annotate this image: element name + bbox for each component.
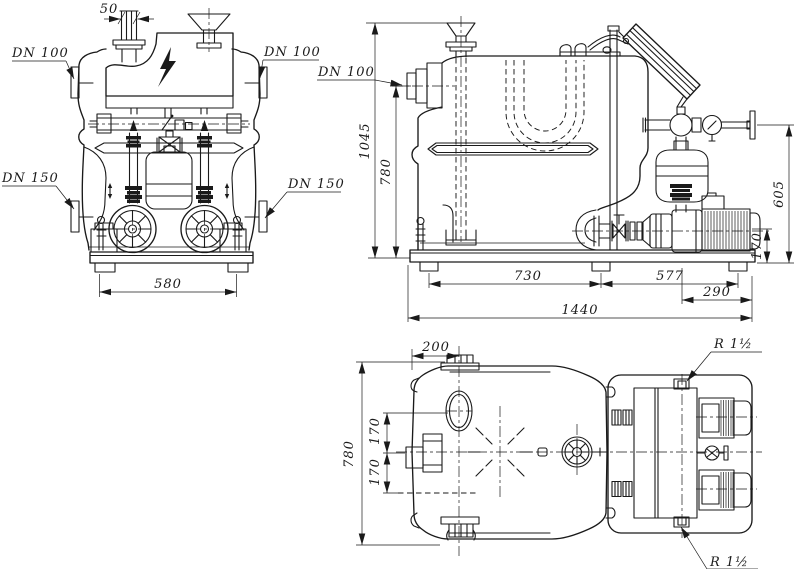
dim-motor-overhang: 290: [702, 285, 731, 300]
label-dn100-side: DN 100: [317, 65, 375, 80]
tank-outline-front: [77, 48, 261, 251]
dim-inlet-height: 780: [379, 158, 394, 186]
internal-u-pipe: [505, 60, 585, 152]
side-view: 1045 780 DN 100: [317, 16, 794, 322]
label-dn100-front-right: DN 100: [263, 45, 321, 60]
funnel-front: [187, 13, 231, 44]
tank-outline-plan: [411, 365, 608, 540]
pressure-vessel-side: [655, 149, 709, 203]
handwheel-valve: [561, 436, 609, 468]
pipe-couplings-front: [125, 136, 213, 203]
baseplate-plan: [607, 374, 753, 534]
dim-overall-length: 1440: [561, 303, 598, 318]
inlet-splash-mark: [467, 427, 533, 477]
base-frame-front: [89, 251, 254, 264]
dim-base-width: 580: [154, 277, 182, 292]
dim-vent-offset: 200: [421, 340, 450, 355]
suction-couplings-plan: [611, 409, 633, 498]
pressure-vessel-front: [145, 151, 193, 210]
dim-tank-width: 780: [342, 440, 357, 468]
manifold-plan: [633, 387, 698, 519]
dim-pump-foot-span: 577: [656, 269, 684, 284]
motor-top-plan: [698, 397, 752, 439]
tank-outline-side: [411, 55, 649, 251]
dim-tank-foot-span: 730: [514, 269, 542, 284]
lightning-bolt-icon: [158, 47, 176, 87]
label-dn150-front-left: DN 150: [1, 171, 59, 186]
label-dn150-front-right: DN 150: [287, 177, 345, 192]
funnel-side: [446, 22, 476, 43]
dim-overall-height: 1045: [358, 122, 373, 159]
label-r-thread-bottom: R 1½: [709, 555, 749, 569]
pipe-couplings-side: [670, 184, 692, 201]
dim-port-offset-lower: 170: [368, 458, 383, 486]
valve-stem: [165, 130, 174, 138]
dim-pump-axis-height: 170: [750, 232, 765, 260]
dim-valve-height: 605: [772, 180, 787, 208]
control-box: [105, 32, 234, 97]
front-view: 50: [1, 2, 345, 297]
vent-pipe: [119, 10, 139, 63]
dim-vent-width: 50: [100, 2, 119, 17]
label-r-thread-top: R 1½: [713, 337, 753, 352]
dim-port-offset-upper: 170: [368, 417, 383, 445]
label-dn100-front-left: DN 100: [11, 46, 69, 61]
ball-valve: [669, 113, 693, 137]
plan-view: 200 780 170 170: [342, 337, 762, 569]
motor-bottom-plan: [698, 469, 752, 511]
